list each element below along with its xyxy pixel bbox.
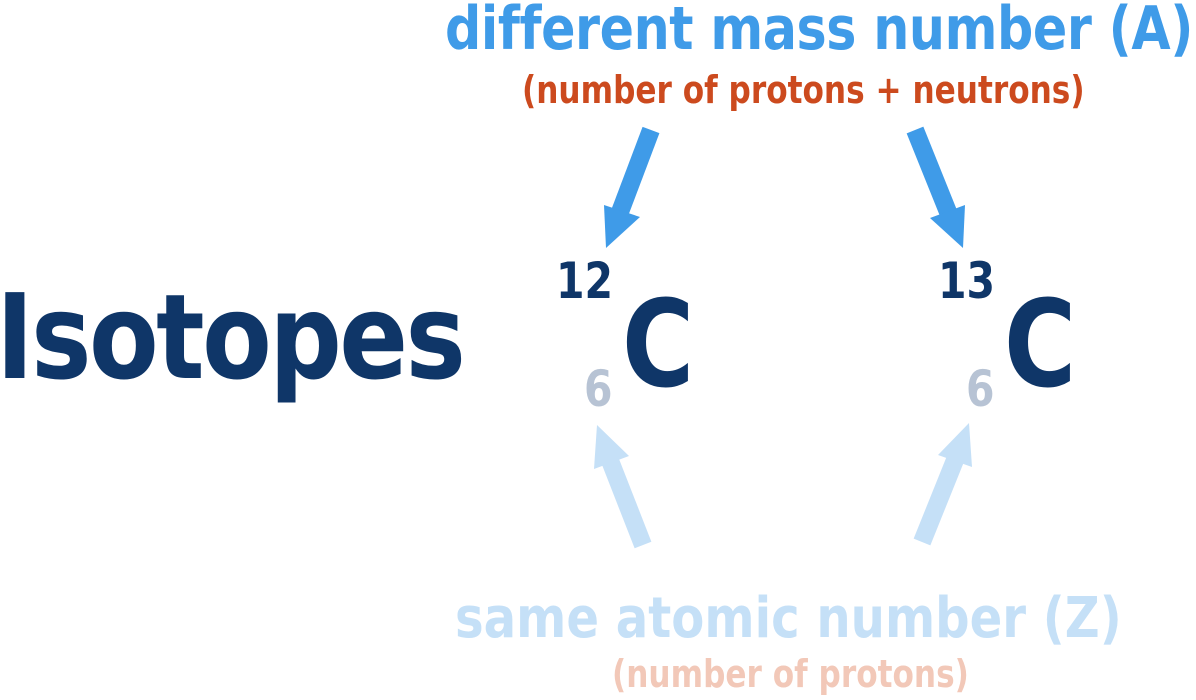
arrow-down-icon — [604, 126, 660, 248]
arrow-up-icon — [594, 425, 652, 549]
atomic-number: 6 — [584, 360, 613, 418]
element-symbol: C — [1004, 276, 1077, 415]
page-title: Isotopes — [0, 268, 466, 406]
atomic-number-subheading: (number of protons) — [612, 652, 969, 696]
mass-number: 13 — [938, 252, 996, 310]
element-symbol: C — [622, 276, 695, 415]
mass-number-heading: different mass number (A) — [445, 0, 1193, 64]
arrow-down-icon — [906, 126, 965, 248]
mass-number: 12 — [556, 252, 614, 310]
arrow-up-icon — [913, 423, 972, 546]
atomic-number: 6 — [966, 360, 995, 418]
mass-number-subheading: (number of protons + neutrons) — [522, 68, 1085, 112]
atomic-number-heading: same atomic number (Z) — [455, 586, 1122, 651]
